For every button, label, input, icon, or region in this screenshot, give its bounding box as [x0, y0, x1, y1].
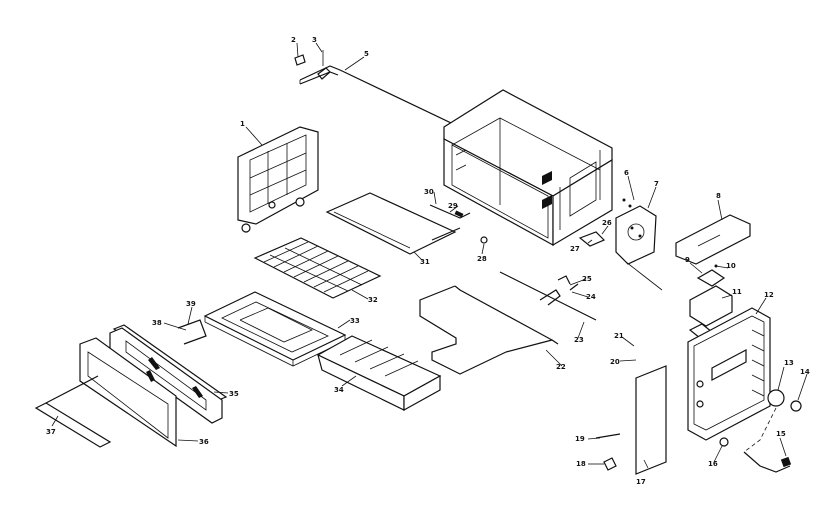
callout-8: 8	[716, 192, 721, 200]
leader-lines	[51, 42, 808, 469]
callout-22: 22	[556, 363, 566, 371]
callout-23: 23	[574, 336, 584, 344]
callout-10: 10	[726, 262, 736, 270]
part-baking-pan	[203, 291, 347, 367]
part-small-hardware	[429, 204, 606, 247]
callout-39: 39	[186, 300, 196, 308]
callout-31: 31	[420, 258, 430, 266]
callout-9: 9	[685, 256, 690, 264]
part-power-cord	[719, 407, 792, 473]
callout-18: 18	[576, 460, 586, 468]
callout-35: 35	[229, 390, 239, 398]
part-control-panel	[687, 307, 771, 441]
callout-37: 37	[46, 428, 56, 436]
part-door-assembly	[34, 319, 228, 448]
callout-38: 38	[152, 319, 162, 327]
part-top-element	[299, 65, 471, 133]
part-flat-panel	[325, 192, 461, 255]
callout-17: 17	[636, 478, 646, 486]
part-knobs	[767, 389, 802, 412]
callout-7: 7	[654, 180, 659, 188]
callout-16: 16	[708, 460, 718, 468]
callout-14: 14	[800, 368, 810, 376]
callout-24: 24	[586, 293, 596, 301]
part-timer-control	[615, 198, 663, 291]
callout-5: 5	[364, 50, 369, 58]
callout-34: 34	[334, 386, 344, 394]
part-control-cover	[675, 214, 751, 265]
callout-3: 3	[312, 36, 317, 44]
callout-15: 15	[776, 430, 786, 438]
callout-27: 27	[570, 245, 580, 253]
callout-26: 26	[602, 219, 612, 227]
part-back-panel	[237, 126, 319, 233]
callout-13: 13	[784, 359, 794, 367]
part-broil-pan	[316, 335, 442, 412]
callout-12: 12	[764, 291, 774, 299]
part-wire-rack	[253, 237, 382, 299]
callout-labels: 1 2 3 5 6 7 8 9 10 11 12 13 14 15 16 17 …	[46, 36, 810, 486]
part-rotisserie-frame	[419, 285, 559, 375]
callout-1: 1	[240, 120, 245, 128]
part-spit-rod	[499, 271, 597, 321]
part-wire-leads	[595, 433, 621, 471]
callout-36: 36	[199, 438, 209, 446]
callout-25: 25	[582, 275, 592, 283]
callout-19: 19	[575, 435, 585, 443]
callout-2: 2	[291, 36, 296, 44]
callout-28: 28	[477, 255, 487, 263]
callout-30: 30	[424, 188, 434, 196]
callout-21: 21	[614, 332, 624, 340]
callout-33: 33	[350, 317, 360, 325]
callout-6: 6	[624, 169, 629, 177]
part-side-panel	[635, 365, 667, 475]
callout-32: 32	[368, 296, 378, 304]
callout-29: 29	[448, 202, 458, 210]
callout-11: 11	[732, 288, 742, 296]
callout-20: 20	[610, 358, 620, 366]
part-cabinet	[443, 89, 613, 247]
